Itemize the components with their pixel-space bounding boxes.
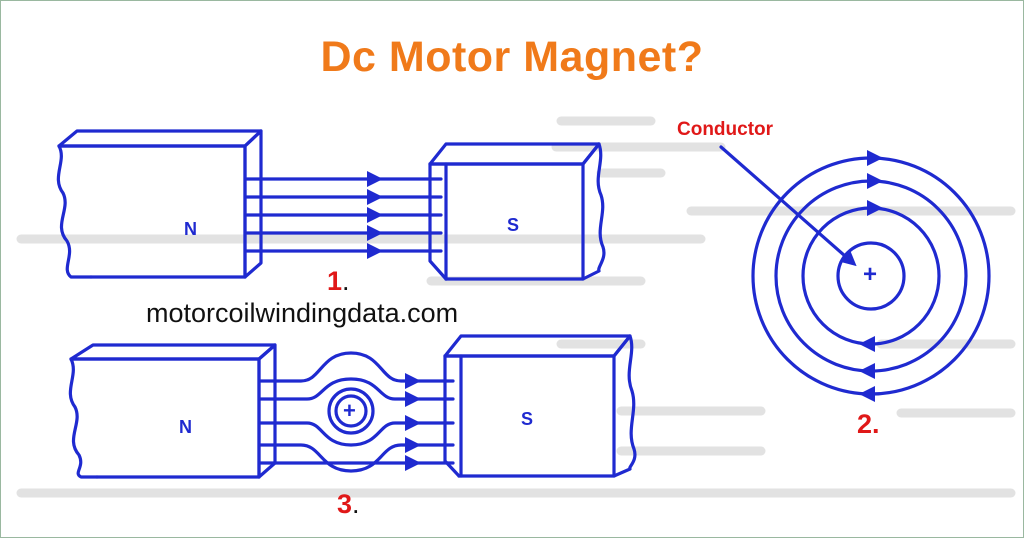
watermark-url: motorcoilwindingdata.com <box>146 298 459 328</box>
diagram-3-number: 3. <box>337 489 360 519</box>
diagram-2-field-circles <box>751 150 991 402</box>
diagram-3-current-symbol: + <box>343 398 356 423</box>
diagram-2-number: 2. <box>857 409 880 439</box>
diagram-1-north-label: N <box>184 219 197 239</box>
diagram-3-conductor <box>327 387 375 435</box>
diagram-2-current-symbol: + <box>863 261 878 288</box>
diagram-1-south-label: S <box>507 215 520 235</box>
diagram-3-north-magnet <box>68 343 277 479</box>
page-title: Dc Motor Magnet? <box>320 33 704 81</box>
diagram-1-number: 1. <box>327 266 350 296</box>
conductor-label: Conductor <box>677 119 774 140</box>
diagram-3-distorted-flux-lines <box>259 351 455 473</box>
diagram-1-south-magnet <box>428 142 606 281</box>
conductor-pointer-arrow <box>719 145 857 267</box>
diagram-3-south-magnet <box>443 334 637 478</box>
diagram-3-north-label: N <box>179 417 192 437</box>
diagram-3-south-label: S <box>521 409 534 429</box>
diagram-1-flux-lines <box>245 171 443 259</box>
diagram-1-north-magnet <box>56 129 263 279</box>
